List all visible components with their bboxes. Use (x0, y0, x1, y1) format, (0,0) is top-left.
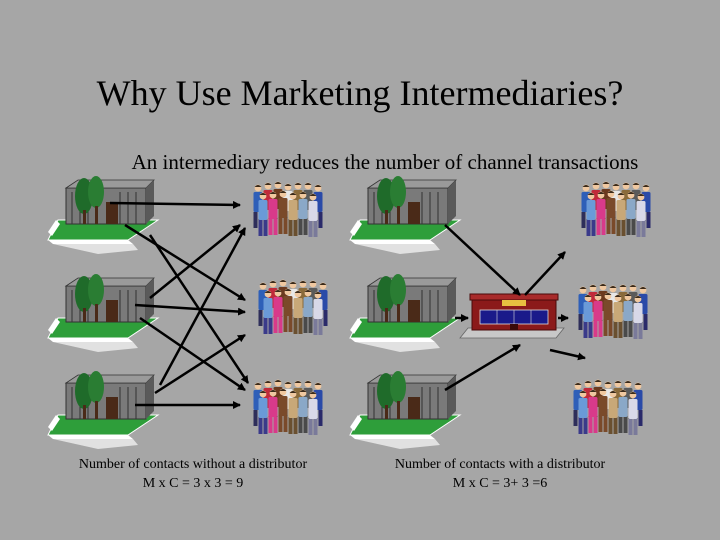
manufacturer-icon-2 (47, 273, 159, 353)
arrow-m2-c1 (149, 224, 241, 299)
customers-icon-3 (254, 380, 323, 435)
caption-without-formula: M x C = 3 x 3 = 9 (142, 476, 244, 491)
manufacturer-icon-6 (349, 370, 461, 450)
slide-subtitle: An intermediary reduces the number of ch… (131, 150, 639, 174)
customers-icon-5 (579, 284, 648, 339)
arrow-m3-c1 (158, 227, 247, 386)
caption-without-distributor: Number of contacts without a distributor… (48, 455, 338, 493)
manufacturer-icon-1 (47, 175, 159, 255)
direct-contact-arrows (109, 200, 250, 409)
caption-without-line1: Number of contacts without a distributor (78, 457, 308, 472)
slide-title: Why Use Marketing Intermediaries? (96, 73, 624, 113)
arrow-m2-c2 (134, 303, 246, 316)
manufacturer-icon-4 (349, 175, 461, 255)
arrow-d-c4 (524, 251, 566, 296)
customers-icon-2 (259, 280, 328, 335)
arrow-m1-c1 (109, 200, 241, 209)
arrow-m6-d (444, 343, 521, 392)
manufacturer-icon-3 (47, 370, 159, 450)
customers-icon-6 (574, 380, 643, 435)
caption-with-distributor: Number of contacts with a distributor M … (360, 455, 640, 493)
caption-with-formula: M x C = 3+ 3 =6 (452, 476, 548, 491)
customers-icon-4 (582, 182, 651, 237)
arrow-m3-c2 (154, 333, 246, 395)
caption-with-line1: Number of contacts with a distributor (394, 457, 606, 472)
distributor-contact-arrows (444, 224, 586, 392)
manufacturer-icon-5 (349, 273, 461, 353)
arrow-m1-c2 (124, 223, 246, 302)
arrow-d-c6 (549, 348, 586, 361)
arrow-m2-c3 (139, 316, 246, 392)
customers-icon-1 (254, 182, 323, 237)
distributor-store-icon (459, 293, 565, 339)
arrow-m4-d (444, 224, 521, 296)
